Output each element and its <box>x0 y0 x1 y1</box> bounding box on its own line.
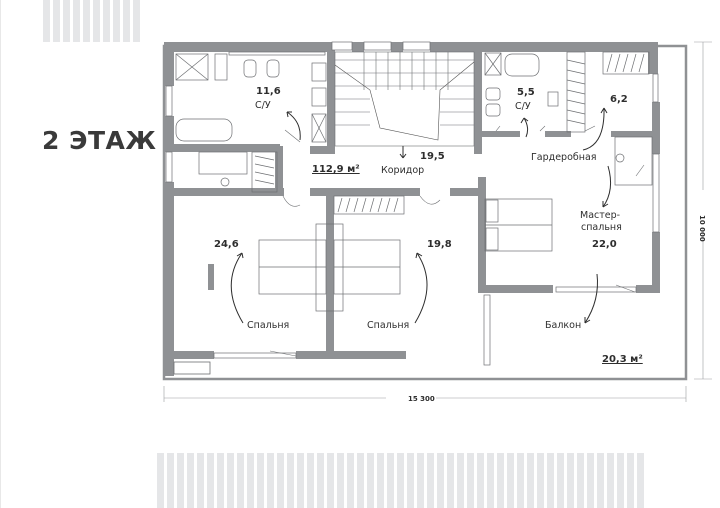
stripe <box>487 453 494 508</box>
stripe <box>217 453 224 508</box>
room-area-bedroom-2: 19,8 <box>427 239 452 250</box>
room-name-bedroom-1: Спальня <box>247 320 289 331</box>
stripe <box>407 453 414 508</box>
decorative-stripes-top <box>43 0 140 42</box>
stripe <box>347 453 354 508</box>
room-name-bathroom-2: С/У <box>515 101 531 112</box>
walls <box>164 42 660 376</box>
stripe <box>123 0 130 42</box>
dimension-lines <box>163 41 712 402</box>
stripe <box>297 453 304 508</box>
stripe <box>187 453 194 508</box>
stripe <box>177 453 184 508</box>
stripe <box>537 453 544 508</box>
stripe <box>133 0 140 42</box>
stripe <box>587 453 594 508</box>
stripe <box>267 453 274 508</box>
room-area-master-bedroom: 22,0 <box>592 239 617 250</box>
room-area-bathroom-2: 5,5 <box>517 87 535 98</box>
stripe <box>497 453 504 508</box>
room-area-closet-small: 6,2 <box>610 94 628 105</box>
radiator <box>208 264 214 290</box>
balcony-area: 20,3 м² <box>602 354 643 365</box>
stripe <box>83 0 90 42</box>
stripe <box>307 453 314 508</box>
stripe <box>257 453 264 508</box>
floor-title: 2 ЭТАЖ <box>42 126 157 155</box>
stripe <box>577 453 584 508</box>
stripe <box>247 453 254 508</box>
page-border <box>0 0 1 508</box>
stripe <box>197 453 204 508</box>
stripe <box>287 453 294 508</box>
stripe <box>357 453 364 508</box>
stripe <box>367 453 374 508</box>
stripe <box>467 453 474 508</box>
stripe <box>557 453 564 508</box>
stripe <box>317 453 324 508</box>
stripe <box>637 453 644 508</box>
room-name-walk-in-closet: Гардеробная <box>531 152 597 163</box>
master-bed <box>484 136 653 252</box>
total-area: 112,9 м² <box>312 164 360 175</box>
room-name-corridor: Коридор <box>381 165 424 176</box>
staircase <box>334 51 475 147</box>
stripe <box>617 453 624 508</box>
room-name-balcony: Балкон <box>545 320 581 331</box>
doors <box>269 125 645 357</box>
room-name-bedroom-2: Спальня <box>367 320 409 331</box>
desk <box>198 151 278 193</box>
room-area-corridor: 19,5 <box>420 151 445 162</box>
stripe <box>63 0 70 42</box>
stripe <box>43 0 50 42</box>
stripe <box>73 0 80 42</box>
stripe <box>437 453 444 508</box>
room-area-bathroom-1: 11,6 <box>256 86 281 97</box>
stripe <box>627 453 634 508</box>
stripe <box>567 453 574 508</box>
stripe <box>93 0 100 42</box>
stripe <box>477 453 484 508</box>
decorative-stripes-bottom <box>157 453 644 508</box>
stripe <box>597 453 604 508</box>
stripe <box>447 453 454 508</box>
windows <box>165 41 660 366</box>
stripe <box>377 453 384 508</box>
bathroom-2-fixtures <box>484 51 650 133</box>
stripe <box>53 0 60 42</box>
stripe <box>157 453 164 508</box>
stripe <box>387 453 394 508</box>
stripe <box>277 453 284 508</box>
room-name-master-bedroom-line2: спальня <box>581 222 622 233</box>
stripe <box>517 453 524 508</box>
stripe <box>607 453 614 508</box>
stripe <box>113 0 120 42</box>
stripe <box>457 453 464 508</box>
room-name-bathroom-1: С/У <box>255 100 271 111</box>
arrows <box>230 107 612 324</box>
room-name-master-bedroom-line1: Мастер- <box>580 210 620 221</box>
stripe <box>167 453 174 508</box>
room-area-bedroom-1: 24,6 <box>214 239 239 250</box>
dimension-width: 15 300 <box>408 395 435 403</box>
bedroom-beds <box>258 223 401 312</box>
dimension-height: 10 000 <box>698 215 706 242</box>
stripe <box>397 453 404 508</box>
stripe <box>103 0 110 42</box>
storage-box <box>173 361 211 375</box>
stripe <box>207 453 214 508</box>
stripe <box>417 453 424 508</box>
bathroom-1-fixtures <box>175 51 327 143</box>
bedroom-2-wardrobe <box>333 195 405 215</box>
stripe <box>327 453 334 508</box>
stripe <box>507 453 514 508</box>
stripe <box>427 453 434 508</box>
stripe <box>527 453 534 508</box>
stripe <box>227 453 234 508</box>
stripe <box>547 453 554 508</box>
stripe <box>337 453 344 508</box>
stripe <box>237 453 244 508</box>
